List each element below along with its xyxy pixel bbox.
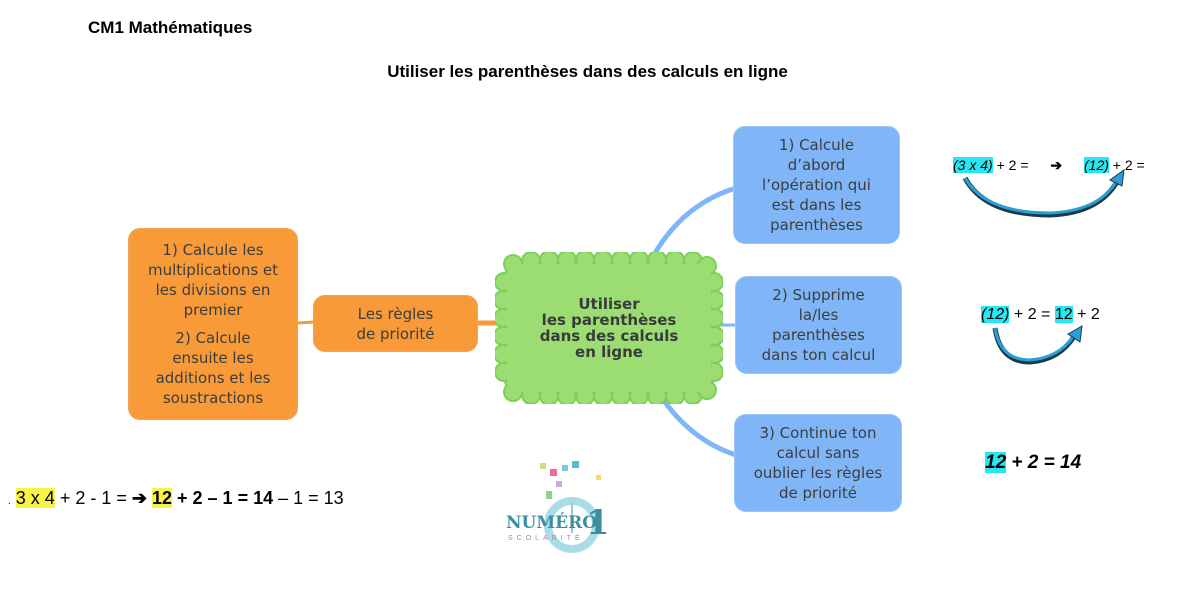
logo-tagline: SCOLARITÉ	[508, 535, 584, 542]
highlight: (12)	[1084, 157, 1109, 173]
rule2-line: soustractions	[162, 389, 264, 407]
example-step1: (3 x 4) + 2 = ➔ (12) + 2 =	[953, 157, 1145, 174]
expr-text: + 2 =	[992, 157, 1029, 173]
step-line: parenthèses	[770, 216, 863, 234]
expr-text: + 2 = 14	[1006, 452, 1082, 473]
example-bottom: . 3 x 4 + 2 - 1 = ➔ 12 + 2 – 1 = 14 – 1 …	[8, 488, 344, 509]
expr-text: 14	[253, 488, 274, 508]
expr-text: + 2 =	[1009, 306, 1055, 323]
rule1-line: les divisions en	[155, 281, 271, 299]
step2-node: 2) Supprime la/les parenthèses dans ton …	[735, 276, 902, 374]
step-line: calcul sans	[776, 444, 860, 462]
expr-text: + 2 =	[1108, 157, 1145, 173]
priority-rules-detail-node: 1) Calcule les multiplications et les di…	[128, 228, 298, 420]
central-cloud-node	[495, 252, 723, 404]
central-line: les parenthèses	[541, 311, 677, 329]
node-label-line: Les règles	[357, 304, 434, 323]
step3-node: 3) Continue ton calcul sans oublier les …	[734, 414, 902, 512]
arrow-icon: ➔	[1050, 157, 1063, 173]
step-line: parenthèses	[772, 326, 865, 344]
central-line: en ligne	[575, 343, 643, 361]
step1-node: 1) Calcule d’abord l’opération qui est d…	[733, 126, 900, 244]
rule2-line: 2) Calcule	[175, 329, 251, 347]
step-line: la/les	[798, 306, 839, 324]
logo-graphic-icon	[540, 461, 601, 553]
rule1-line: 1) Calcule les	[162, 241, 264, 259]
central-line: Utiliser	[578, 295, 640, 313]
example-step3: 12 + 2 = 14	[985, 452, 1081, 474]
rule1-line: multiplications et	[147, 261, 279, 279]
example-step2: (12) + 2 = 12 + 2	[981, 306, 1100, 324]
expr-text: + 2 - 1 =	[54, 488, 132, 508]
rule2-line: ensuite les	[172, 349, 254, 367]
step-line: de priorité	[778, 484, 857, 502]
highlight: 12	[151, 488, 173, 508]
step-line: l’opération qui	[762, 176, 871, 194]
step-line: d’abord	[787, 156, 846, 174]
step-line: 3) Continue ton	[759, 424, 877, 442]
expr-text: + 2	[1072, 306, 1100, 323]
step-line: oublier les règles	[753, 464, 883, 482]
highlight: (12)	[981, 306, 1010, 323]
central-node-label: Utiliser les parenthèses dans des calcul…	[500, 258, 718, 398]
numero1-logo: NUMÉRO 1 SCOLARITÉ	[500, 455, 620, 555]
expr-text: + 2 – 1 =	[172, 488, 254, 508]
node-label-line: de priorité	[356, 324, 435, 343]
expr-text: – 1 = 13	[273, 488, 344, 508]
rule1-line: premier	[183, 301, 243, 319]
highlight: 3 x 4	[15, 488, 55, 508]
highlight: 12	[1054, 306, 1073, 323]
step-line: est dans les	[771, 196, 862, 214]
central-line: dans des calculs	[539, 327, 679, 345]
step-line: dans ton calcul	[761, 346, 876, 364]
logo-wordmark: NUMÉRO	[506, 513, 598, 533]
subject-heading: CM1 Mathématiques	[88, 18, 253, 37]
rule2-line: additions et les	[155, 369, 271, 387]
step-line: 2) Supprime	[772, 286, 865, 304]
highlight: (3 x 4)	[953, 157, 993, 173]
dot: .	[8, 496, 11, 507]
highlight: 12	[985, 452, 1007, 473]
arrow-icon: ➔	[131, 488, 147, 508]
step-line: 1) Calcule	[778, 136, 855, 154]
page-title: Utiliser les parenthèses dans des calcul…	[387, 62, 788, 81]
priority-rules-node: Les règles de priorité	[313, 295, 478, 352]
logo-number: 1	[586, 503, 610, 543]
